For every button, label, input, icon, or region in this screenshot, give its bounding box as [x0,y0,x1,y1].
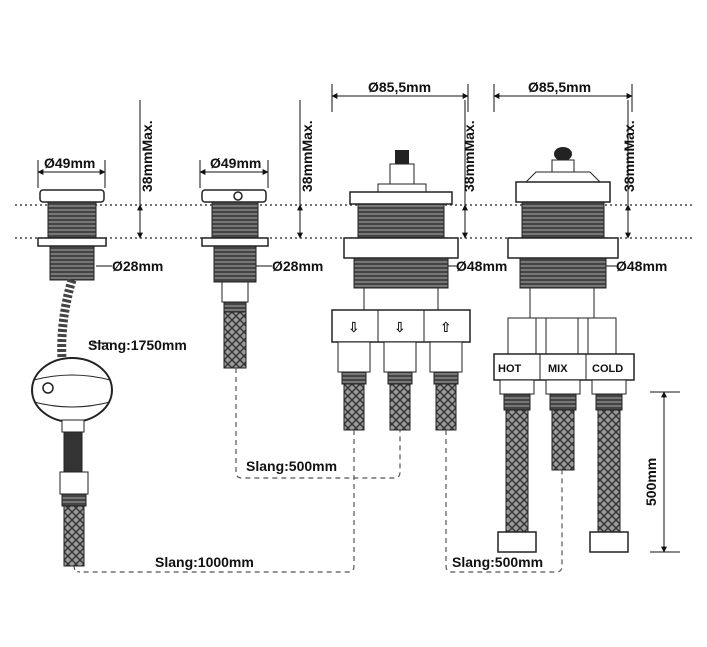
unit-4-hose-length: 500mm [643,458,659,506]
port-cold: COLD [592,363,623,375]
unit-3-valve: Ø85,5mm Ø48mm 38mmMax. ⇩ ⇩ ⇧ [331,79,507,431]
unit-2-spout: Ø49mm Ø28mm 38mmMax. [199,100,323,369]
hose-runs [80,368,563,573]
unit-3-arrow-3: ⇧ [440,319,452,335]
hose-label-bottom: Slang:1000mm [155,554,254,570]
unit-2-max-height: 38mmMax. [299,120,315,192]
unit-3-arrow-1: ⇩ [348,319,360,335]
unit-4-max-height: 38mmMax. [621,120,637,192]
unit-2-diameter-top: Ø49mm [210,155,261,171]
unit-3-diameter-top: Ø85,5mm [368,79,431,95]
port-mix: MIX [548,363,568,375]
hose-label-right: Slang:500mm [452,554,543,570]
unit-1-diameter-thread: Ø28mm [112,258,163,274]
unit-4-mixer: Ø85,5mm Ø48mm 38mmMax. HOT MIX COLD [493,79,680,553]
unit-2-diameter-thread: Ø28mm [272,258,323,274]
unit-4-diameter-thread: Ø48mm [616,258,667,274]
hose-label-mid: Slang:500mm [246,458,337,474]
unit-1-hose-label: Slang:1750mm [88,337,187,353]
unit-1-diverter: Ø49mm Ø28mm 38mmMax. Slang:1750mm [31,100,187,573]
port-hot: HOT [498,363,522,375]
unit-4-diameter-top: Ø85,5mm [528,79,591,95]
unit-3-max-height: 38mmMax. [461,120,477,192]
unit-3-diameter-thread: Ø48mm [456,258,507,274]
unit-1-diameter-top: Ø49mm [44,155,95,171]
unit-3-arrow-2: ⇩ [394,319,406,335]
unit-1-max-height: 38mmMax. [139,120,155,192]
